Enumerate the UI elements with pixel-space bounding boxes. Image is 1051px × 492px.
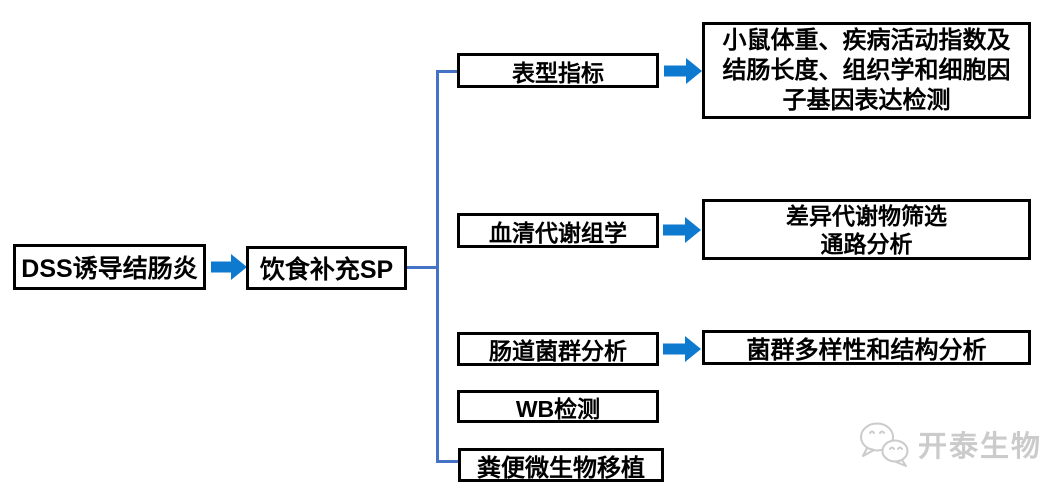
- connector-elbow-top: [439, 70, 457, 73]
- watermark-label: 开泰生物: [918, 431, 1043, 463]
- detail-line: 通路分析: [820, 230, 913, 257]
- detail-line: 差异代谢物筛选: [786, 202, 947, 229]
- node-label: 血清代谢组学: [489, 219, 627, 246]
- node-label: 饮食补充SP: [259, 256, 394, 284]
- node-serum-metabolomics: 血清代谢组学: [457, 213, 659, 248]
- watermark: 开泰生物: [858, 420, 1042, 468]
- node-phenotype-indicators: 表型指标: [457, 53, 659, 88]
- node-fecal-microbiota-transplant: 粪便微生物移植: [458, 448, 664, 482]
- right-block-arrow-icon: [211, 254, 247, 280]
- connector-elbow-bottom: [439, 460, 458, 463]
- node-label: DSS诱导结肠炎: [21, 255, 198, 283]
- node-label: 表型指标: [512, 59, 604, 86]
- node-dietary-supplement-sp: 饮食补充SP: [246, 246, 407, 290]
- node-label: WB检测: [515, 395, 601, 422]
- detail-line: 小鼠体重、疾病活动指数及: [722, 26, 1011, 54]
- node-microbiota-detail: 菌群多样性和结构分析: [702, 330, 1031, 365]
- node-label: 粪便微生物移植: [477, 454, 645, 482]
- detail-line: 菌群多样性和结构分析: [746, 337, 987, 364]
- wechat-bubbles-icon: [860, 422, 909, 467]
- right-block-arrow-icon: [664, 58, 702, 84]
- node-serum-detail: 差异代谢物筛选 通路分析: [702, 199, 1031, 260]
- right-block-arrow-icon: [663, 336, 701, 362]
- connector-stub-line: [407, 266, 438, 269]
- node-wb-detection: WB检测: [457, 390, 659, 423]
- node-dss-induced-colitis: DSS诱导结肠炎: [13, 244, 206, 290]
- node-phenotype-detail: 小鼠体重、疾病活动指数及 结肠长度、组织学和细胞因 子基因表达检测: [702, 22, 1031, 119]
- connector-vertical-line: [436, 70, 439, 463]
- detail-line: 子基因表达检测: [782, 86, 951, 114]
- node-gut-microbiota-analysis: 肠道菌群分析: [457, 332, 659, 366]
- right-block-arrow-icon: [663, 217, 701, 243]
- detail-line: 结肠长度、组织学和细胞因: [722, 56, 1011, 84]
- node-label: 肠道菌群分析: [489, 338, 627, 364]
